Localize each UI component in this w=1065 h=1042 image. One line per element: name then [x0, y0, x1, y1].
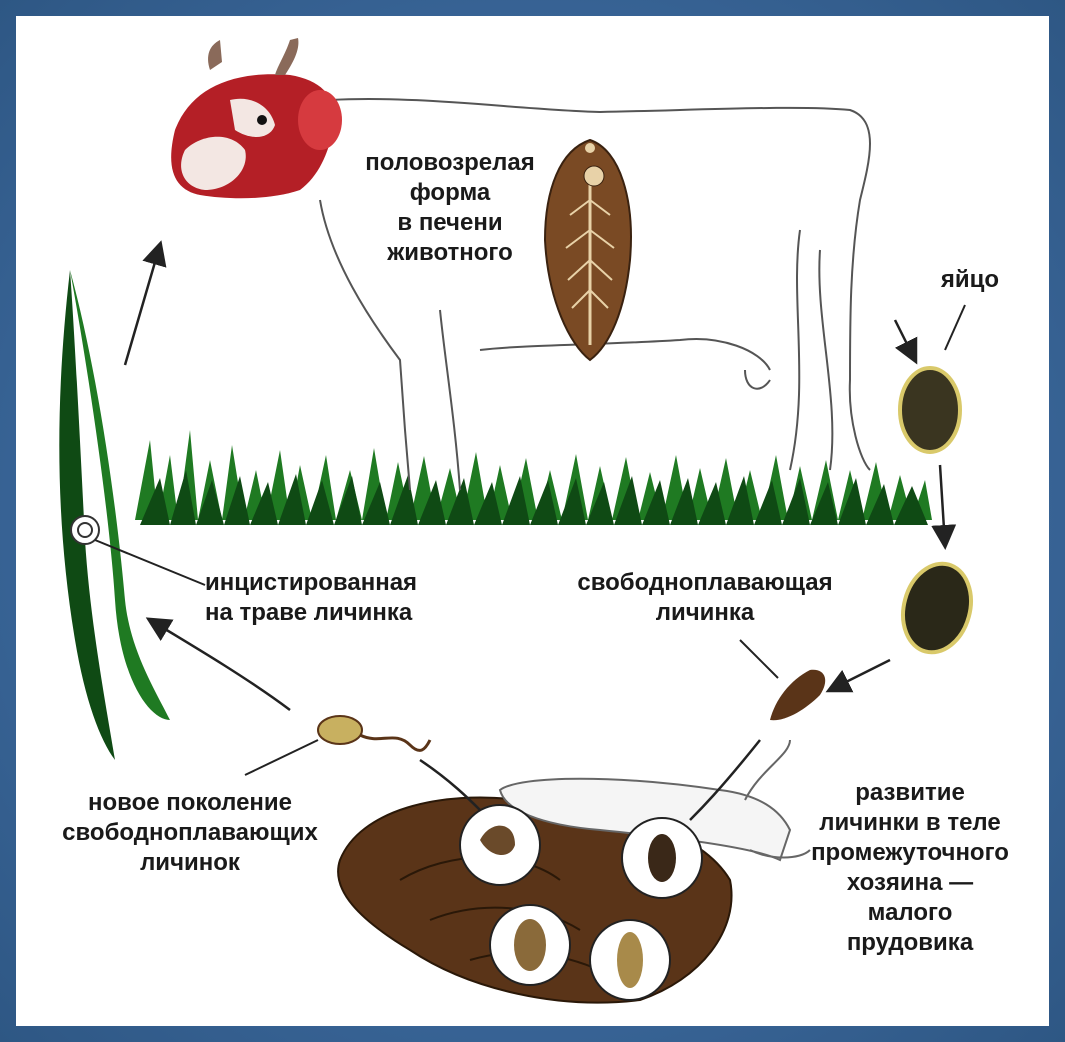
label-cyst: инцистированная на траве личинка	[205, 568, 485, 628]
egg-hatching	[893, 556, 980, 660]
label-line: яйцо	[925, 265, 1015, 295]
label-line: личинок	[40, 848, 340, 878]
label-line: свободноплавающая	[560, 568, 850, 598]
stage-circle-cercariae	[590, 920, 670, 1000]
stage-circle-sporocyst	[460, 805, 540, 885]
label-adult-form: половозрелая форма в печени животного	[340, 148, 560, 268]
stage-circle-redia-1	[622, 818, 702, 898]
label-line: животного	[340, 238, 560, 268]
label-line: форма	[340, 178, 560, 208]
label-free-larva: свободноплавающая личинка	[560, 568, 850, 628]
label-line: малого	[780, 898, 1040, 928]
label-line: новое поколение	[40, 788, 340, 818]
label-line: прудовика	[780, 928, 1040, 958]
cow-head	[171, 38, 342, 198]
pond-snail	[338, 740, 810, 1003]
grass-strip	[135, 430, 932, 525]
label-line: личинка	[560, 598, 850, 628]
label-line: на траве личинка	[205, 598, 485, 628]
label-development: развитие личинки в теле промежуточного х…	[780, 778, 1040, 958]
egg	[900, 368, 960, 452]
label-line: промежуточного	[780, 838, 1040, 868]
label-line: свободноплавающих	[40, 818, 340, 848]
label-line: инцистированная	[205, 568, 485, 598]
label-line: личинки в теле	[780, 808, 1040, 838]
leader-lines	[95, 305, 965, 775]
label-line: в печени	[340, 208, 560, 238]
cycle-arrows	[125, 245, 945, 820]
label-line: развитие	[780, 778, 1040, 808]
stage-circle-redia-2	[490, 905, 570, 985]
label-new-generation: новое поколение свободноплавающих личино…	[40, 788, 340, 878]
label-line: половозрелая	[340, 148, 560, 178]
label-line: хозяина —	[780, 868, 1040, 898]
label-egg: яйцо	[925, 265, 1015, 295]
cercaria	[318, 716, 430, 750]
